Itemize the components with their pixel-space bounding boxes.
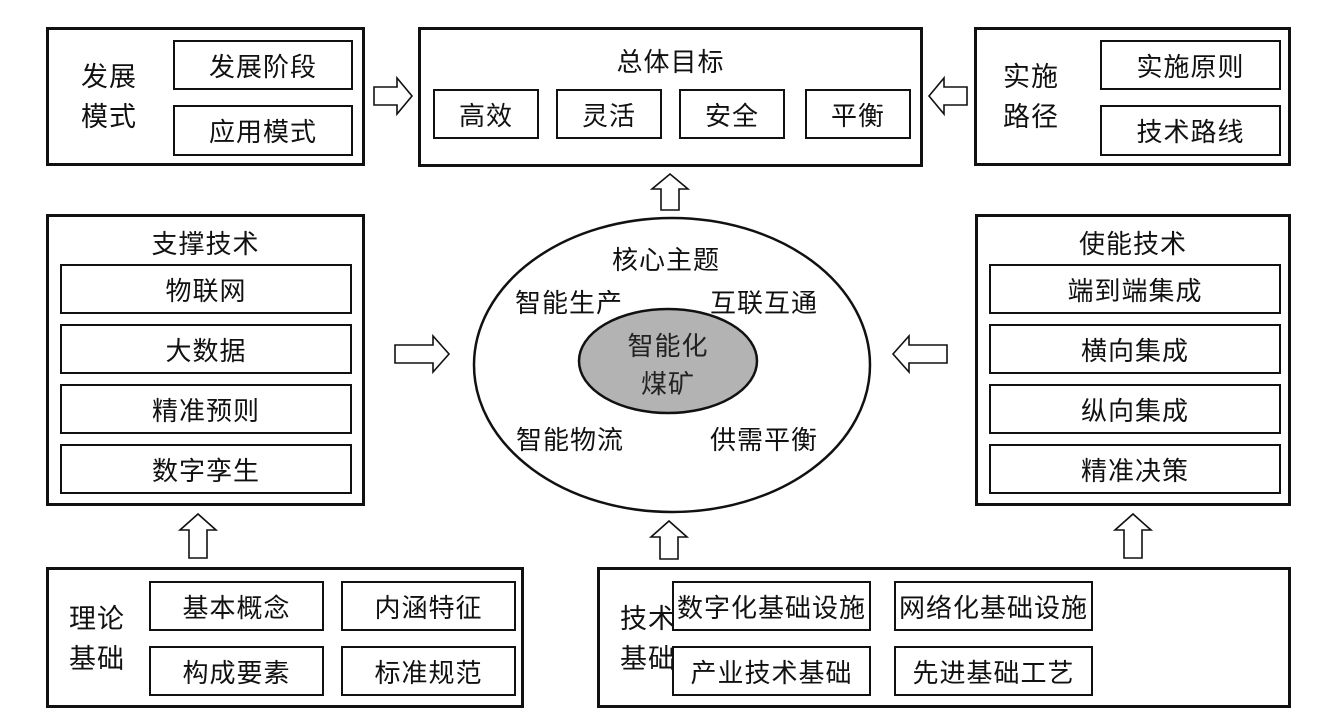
theory-item-components: 构成要素 bbox=[149, 646, 324, 696]
development-mode-label: 发展 模式 bbox=[81, 58, 137, 138]
enabling-tech-item: 端到端集成 bbox=[989, 264, 1281, 314]
core-theme-item-smart-production: 智能生产 bbox=[515, 289, 624, 319]
supporting-tech-panel: 支撑技术 物联网 大数据 精准预则 数字孪生 bbox=[46, 214, 365, 506]
core-theme-item-interconnection: 互联互通 bbox=[710, 289, 819, 319]
overall-goal-panel: 总体目标 高效 灵活 安全 平衡 bbox=[418, 27, 923, 167]
enabling-tech-item: 纵向集成 bbox=[989, 384, 1281, 434]
development-mode-label-line1: 发展 bbox=[81, 62, 137, 93]
center-label-line2: 煤矿 bbox=[640, 370, 695, 400]
theory-foundation-label: 理论 基础 bbox=[69, 600, 125, 680]
overall-goal-title: 总体目标 bbox=[616, 48, 725, 78]
theory-foundation-label-line1: 理论 bbox=[69, 604, 125, 635]
tech-foundation-item-digital-infra: 数字化基础设施 bbox=[672, 581, 871, 631]
enabling-tech-title: 使能技术 bbox=[1078, 230, 1187, 260]
theory-item-standards: 标准规范 bbox=[341, 646, 516, 696]
arrow-right-icon bbox=[394, 333, 451, 375]
core-theme-center-label: 智能化 煤矿 bbox=[612, 328, 724, 404]
tech-foundation-item-network-infra: 网络化基础设施 bbox=[894, 581, 1093, 631]
development-stage-box: 发展阶段 bbox=[173, 40, 353, 90]
tech-foundation-panel: 技术 基础 数字化基础设施 网络化基础设施 产业技术基础 先进基础工艺 bbox=[597, 567, 1291, 708]
arrow-up-icon bbox=[648, 519, 690, 560]
tech-foundation-label-line1: 技术 bbox=[620, 604, 676, 635]
enabling-tech-panel: 使能技术 端到端集成 横向集成 纵向集成 精准决策 bbox=[975, 214, 1291, 506]
development-mode-panel: 发展 模式 发展阶段 应用模式 bbox=[46, 27, 365, 166]
supporting-tech-item: 大数据 bbox=[60, 324, 352, 374]
tech-foundation-item-industrial-tech: 产业技术基础 bbox=[672, 646, 871, 696]
goal-flexible: 灵活 bbox=[556, 89, 662, 139]
implementation-path-label-line2: 路径 bbox=[1003, 102, 1059, 133]
arrow-left-icon bbox=[927, 75, 968, 117]
goal-efficient: 高效 bbox=[433, 89, 539, 139]
implementation-path-label-line1: 实施 bbox=[1003, 62, 1059, 93]
supporting-tech-title: 支撑技术 bbox=[151, 230, 260, 260]
development-mode-label-line2: 模式 bbox=[81, 102, 137, 133]
core-theme-title: 核心主题 bbox=[612, 246, 721, 276]
arrow-up-icon bbox=[177, 512, 219, 559]
tech-foundation-label: 技术 基础 bbox=[620, 600, 676, 680]
arrow-up-icon bbox=[1112, 512, 1154, 559]
core-theme-item-smart-logistics: 智能物流 bbox=[516, 426, 625, 456]
tech-foundation-item-advanced-process: 先进基础工艺 bbox=[894, 646, 1093, 696]
supporting-tech-item: 精准预则 bbox=[60, 384, 352, 434]
center-label-line1: 智能化 bbox=[627, 332, 709, 362]
theory-foundation-label-line2: 基础 bbox=[69, 644, 125, 675]
implementation-path-panel: 实施 路径 实施原则 技术路线 bbox=[974, 27, 1291, 166]
technical-route-box: 技术路线 bbox=[1100, 105, 1281, 156]
goal-safe: 安全 bbox=[679, 89, 785, 139]
enabling-tech-item: 横向集成 bbox=[989, 324, 1281, 374]
theory-item-connotation: 内涵特征 bbox=[341, 581, 516, 631]
enabling-tech-item: 精准决策 bbox=[989, 444, 1281, 494]
arrow-right-icon bbox=[373, 75, 414, 117]
application-mode-box: 应用模式 bbox=[173, 105, 353, 156]
theory-foundation-panel: 理论 基础 基本概念 内涵特征 构成要素 标准规范 bbox=[46, 567, 524, 708]
implementation-principle-box: 实施原则 bbox=[1100, 40, 1281, 90]
implementation-path-label: 实施 路径 bbox=[1003, 58, 1059, 138]
goal-balanced: 平衡 bbox=[805, 89, 911, 139]
supporting-tech-item: 物联网 bbox=[60, 264, 352, 314]
supporting-tech-item: 数字孪生 bbox=[60, 444, 352, 494]
core-theme-item-supply-demand: 供需平衡 bbox=[710, 426, 819, 456]
arrow-left-icon bbox=[891, 333, 948, 375]
theory-item-basic-concept: 基本概念 bbox=[149, 581, 324, 631]
arrow-up-icon bbox=[649, 172, 691, 211]
tech-foundation-label-line2: 基础 bbox=[620, 644, 676, 675]
core-theme-center-ellipse bbox=[577, 307, 759, 415]
